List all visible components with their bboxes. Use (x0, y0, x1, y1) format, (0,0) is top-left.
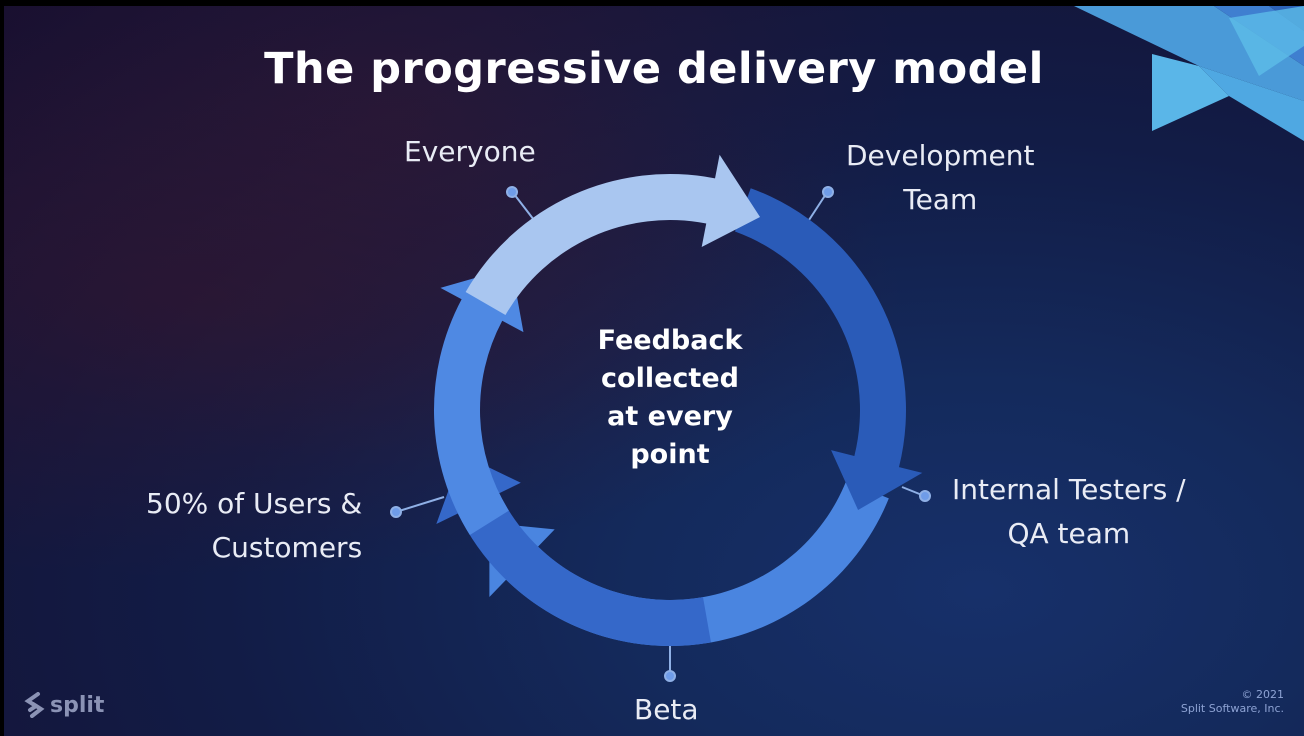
stage-label-50-percent-users: 50% of Users & Customers (146, 482, 362, 570)
stage-text: 50% of Users & (146, 487, 363, 520)
split-logo-icon (24, 692, 45, 718)
stage-text: Everyone (404, 135, 536, 168)
connector-dot-dev (822, 186, 834, 198)
arc-arrow-left (433, 267, 524, 536)
arc-arrow-top (465, 154, 761, 315)
connector-dot-qa (919, 490, 931, 502)
connector-qa (901, 486, 923, 496)
cycle-diagram (390, 154, 931, 682)
center-caption: Feedback collected at every point (570, 322, 770, 474)
connector-dot-50pct (390, 506, 402, 518)
connector-dot-everyone (506, 186, 518, 198)
corner-decoration (1074, 6, 1304, 141)
center-line: at every (607, 401, 733, 432)
arc-arrow-dev (734, 188, 923, 510)
stage-text: Team (903, 183, 978, 216)
connector-everyone (513, 193, 535, 221)
stage-label-development-team: Development Team (846, 134, 1035, 222)
arc-arrow-bottom (436, 454, 711, 646)
connector-dev (808, 193, 827, 221)
stage-text: Internal Testers / (952, 473, 1186, 506)
stage-text: QA team (1007, 517, 1131, 550)
copyright-year: © 2021 (1241, 688, 1285, 701)
center-line: collected (601, 363, 739, 394)
stage-label-internal-testers: Internal Testers / QA team (952, 468, 1186, 556)
stage-text: Beta (634, 693, 699, 726)
slide: The progressive delivery model Feedback … (4, 6, 1304, 736)
split-logo: split (24, 692, 104, 718)
center-line: point (630, 439, 710, 470)
center-line: Feedback (597, 325, 743, 356)
stage-text: Customers (211, 531, 363, 564)
connector-50pct (398, 496, 445, 512)
copyright: © 2021 Split Software, Inc. (1181, 688, 1284, 716)
split-logo-text: split (50, 692, 105, 718)
stage-label-everyone: Everyone (404, 130, 536, 174)
connector-dot-beta (664, 670, 676, 682)
stage-text: Development (846, 139, 1035, 172)
slide-title: The progressive delivery model (264, 44, 1044, 94)
stage-label-beta: Beta (634, 688, 699, 732)
copyright-company: Split Software, Inc. (1180, 702, 1284, 715)
